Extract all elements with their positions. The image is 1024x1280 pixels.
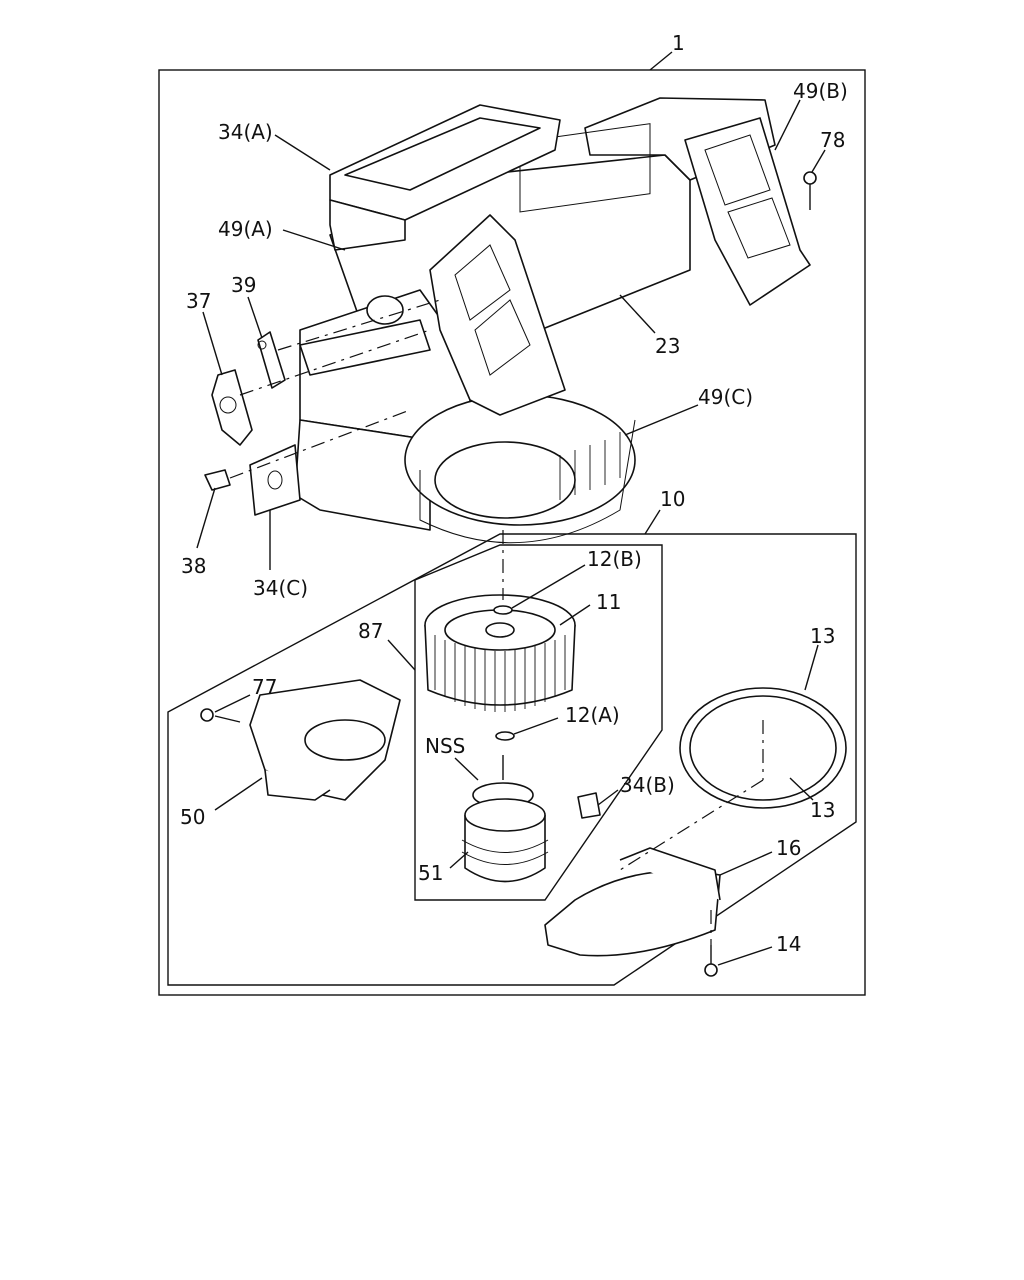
leader-87 [387, 639, 416, 671]
callout-34a: 34(A) [218, 120, 273, 144]
motor-51 [461, 755, 549, 883]
leader-23 [619, 294, 656, 334]
leader-39 [247, 296, 263, 339]
callout-16: 16 [776, 836, 801, 860]
leader-38 [196, 487, 216, 549]
clip-34b [577, 792, 601, 819]
leader-nss [454, 757, 479, 781]
callout-49c: 49(C) [698, 385, 753, 409]
callout-77: 77 [252, 675, 277, 699]
callout-87: 87 [358, 619, 383, 643]
subassembly-frame-10 [167, 533, 857, 986]
callout-49a: 49(A) [218, 217, 273, 241]
link-39 [257, 331, 286, 389]
callout-37: 37 [186, 289, 211, 313]
leader-12b [511, 564, 586, 609]
leader-34a [274, 134, 331, 171]
screw-77 [200, 708, 241, 723]
callout-1: 1 [672, 31, 685, 55]
leader-34b [597, 789, 619, 806]
callout-39: 39 [231, 273, 256, 297]
callout-23: 23 [655, 334, 680, 358]
callout-12b: 12(B) [587, 547, 642, 571]
clip-38 [204, 469, 231, 491]
leader-49a [282, 229, 346, 251]
callout-10: 10 [660, 487, 685, 511]
callout-11: 11 [596, 590, 621, 614]
leader-12a [513, 717, 559, 735]
leader-10 [644, 509, 661, 535]
leader-49c [624, 404, 699, 436]
lever-37 [211, 369, 253, 446]
leader-11 [559, 604, 591, 626]
washer-12a [495, 731, 515, 741]
callout-13a: 13 [810, 624, 835, 648]
cover-16 [544, 847, 721, 957]
callout-nss: NSS [425, 734, 465, 758]
callout-50: 50 [180, 805, 205, 829]
callout-78: 78 [820, 128, 845, 152]
fan-wheel-11 [424, 594, 576, 712]
seal-ring-13-inner [689, 695, 837, 801]
washer-12b [493, 605, 513, 615]
leader-13a [804, 644, 819, 691]
callout-12a: 12(A) [565, 703, 620, 727]
lower-case-50 [249, 679, 401, 801]
callout-49b: 49(B) [793, 79, 848, 103]
callout-14: 14 [776, 932, 801, 956]
upper-case-23 [294, 97, 811, 544]
leader-13b [789, 777, 814, 801]
callout-38: 38 [181, 554, 206, 578]
leader-51 [449, 851, 469, 869]
leader-50 [214, 777, 263, 811]
leader-77 [214, 694, 251, 713]
callout-51: 51 [418, 861, 443, 885]
callout-34b: 34(B) [620, 773, 675, 797]
leader-1 [649, 51, 673, 71]
leader-49b [774, 99, 801, 151]
screw-14 [704, 945, 718, 977]
screw-78 [803, 171, 817, 210]
leader-78 [811, 149, 826, 173]
callout-34c: 34(C) [253, 576, 308, 600]
subassembly-frame-87 [414, 544, 663, 901]
plate-34c [249, 444, 301, 516]
assembly-frame-1 [158, 69, 866, 996]
leader-37 [202, 311, 223, 376]
leader-16 [719, 851, 773, 876]
callout-13b: 13 [810, 798, 835, 822]
leader-14 [717, 946, 773, 966]
